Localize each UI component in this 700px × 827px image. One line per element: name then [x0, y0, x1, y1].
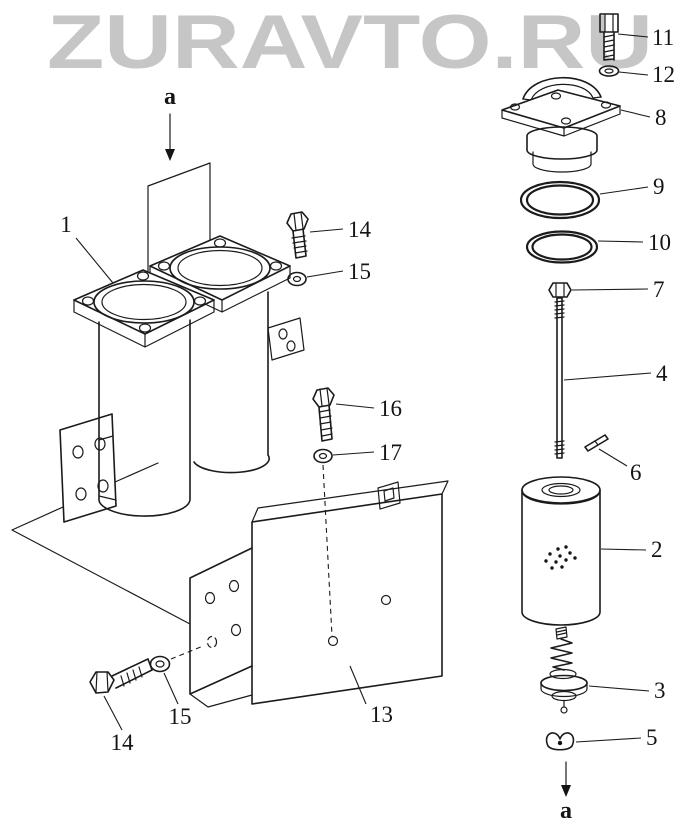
callout-part-15-lower: 15 — [163, 672, 192, 729]
callout-part-9: 9 — [599, 174, 665, 199]
callout-label-12: 12 — [652, 62, 675, 87]
callout-part-17: 17 — [332, 440, 402, 465]
center-stud-drawing — [554, 297, 565, 459]
callout-part-8: 8 — [620, 105, 667, 130]
callout-label-5: 5 — [646, 725, 658, 750]
callout-label-16: 16 — [379, 396, 402, 421]
section-arrow-top-head-icon — [165, 149, 175, 161]
section-marker-top: a — [164, 84, 176, 161]
callout-part-11: 11 — [617, 25, 674, 50]
callout-label-7: 7 — [653, 277, 665, 302]
callout-label-8: 8 — [655, 105, 667, 130]
callout-label-9: 9 — [653, 174, 665, 199]
callout-part-7: 7 — [571, 277, 665, 302]
callout-label-13: 13 — [370, 702, 393, 727]
filter-element-drawing — [521, 476, 601, 626]
callout-part-1: 1 — [60, 212, 114, 284]
cover-bolt-drawing — [599, 13, 619, 61]
callout-label-10: 10 — [648, 230, 671, 255]
bolt-head-mount-drawing — [286, 211, 309, 259]
callout-label-17: 17 — [379, 440, 402, 465]
bolt-bracket-lower-drawing — [89, 658, 153, 694]
callout-part-6: 6 — [598, 448, 642, 485]
callout-label-15-upper: 15 — [348, 259, 371, 284]
washer-bracket-lower-drawing — [149, 645, 204, 673]
section-arrow-bottom-head-icon — [561, 785, 571, 797]
callout-part-4: 4 — [563, 361, 668, 386]
o-ring-inner-drawing — [525, 230, 599, 264]
callout-part-16: 16 — [335, 396, 402, 421]
callout-label-14-lower: 14 — [111, 730, 135, 755]
callout-part-14-lower: 14 — [103, 695, 135, 755]
callout-part-3: 3 — [588, 678, 666, 703]
bolt-bracket-upper-drawing — [312, 387, 335, 442]
cotter-pin-drawing — [584, 434, 609, 452]
callout-part-12: 12 — [618, 62, 675, 87]
filter-head-assembly-drawing — [11, 162, 305, 625]
callout-label-3: 3 — [654, 678, 666, 703]
callout-label-14-upper: 14 — [348, 217, 372, 242]
callout-part-2: 2 — [600, 537, 663, 562]
callout-part-15-upper: 15 — [306, 259, 371, 284]
watermark: ZURAVTO.RU — [47, 0, 653, 85]
callout-label-15-lower: 15 — [169, 704, 192, 729]
callout-part-10: 10 — [597, 230, 671, 255]
callout-label-6: 6 — [630, 460, 642, 485]
callout-label-11: 11 — [652, 25, 674, 50]
mounting-bracket-drawing — [189, 480, 449, 708]
cover-washer-drawing — [598, 65, 620, 77]
section-marker-bottom: a — [560, 761, 572, 824]
callout-part-5: 5 — [575, 725, 658, 750]
washer-head-mount-drawing — [287, 271, 307, 287]
stud-nut-drawing — [548, 282, 572, 298]
callout-label-2: 2 — [651, 537, 663, 562]
o-ring-outer-drawing — [519, 180, 601, 220]
callout-part-13: 13 — [349, 665, 393, 727]
callout-label-4: 4 — [656, 361, 668, 386]
callout-part-14-upper: 14 — [309, 217, 372, 242]
washer-bracket-upper-drawing — [313, 448, 333, 637]
callout-label-1: 1 — [60, 212, 72, 237]
bypass-valve-drawing — [540, 626, 588, 714]
section-marker-top-label: a — [164, 84, 176, 110]
retainer-clip-drawing — [545, 732, 575, 751]
filter-cover-drawing — [501, 76, 621, 173]
section-marker-bottom-label: a — [560, 798, 572, 824]
